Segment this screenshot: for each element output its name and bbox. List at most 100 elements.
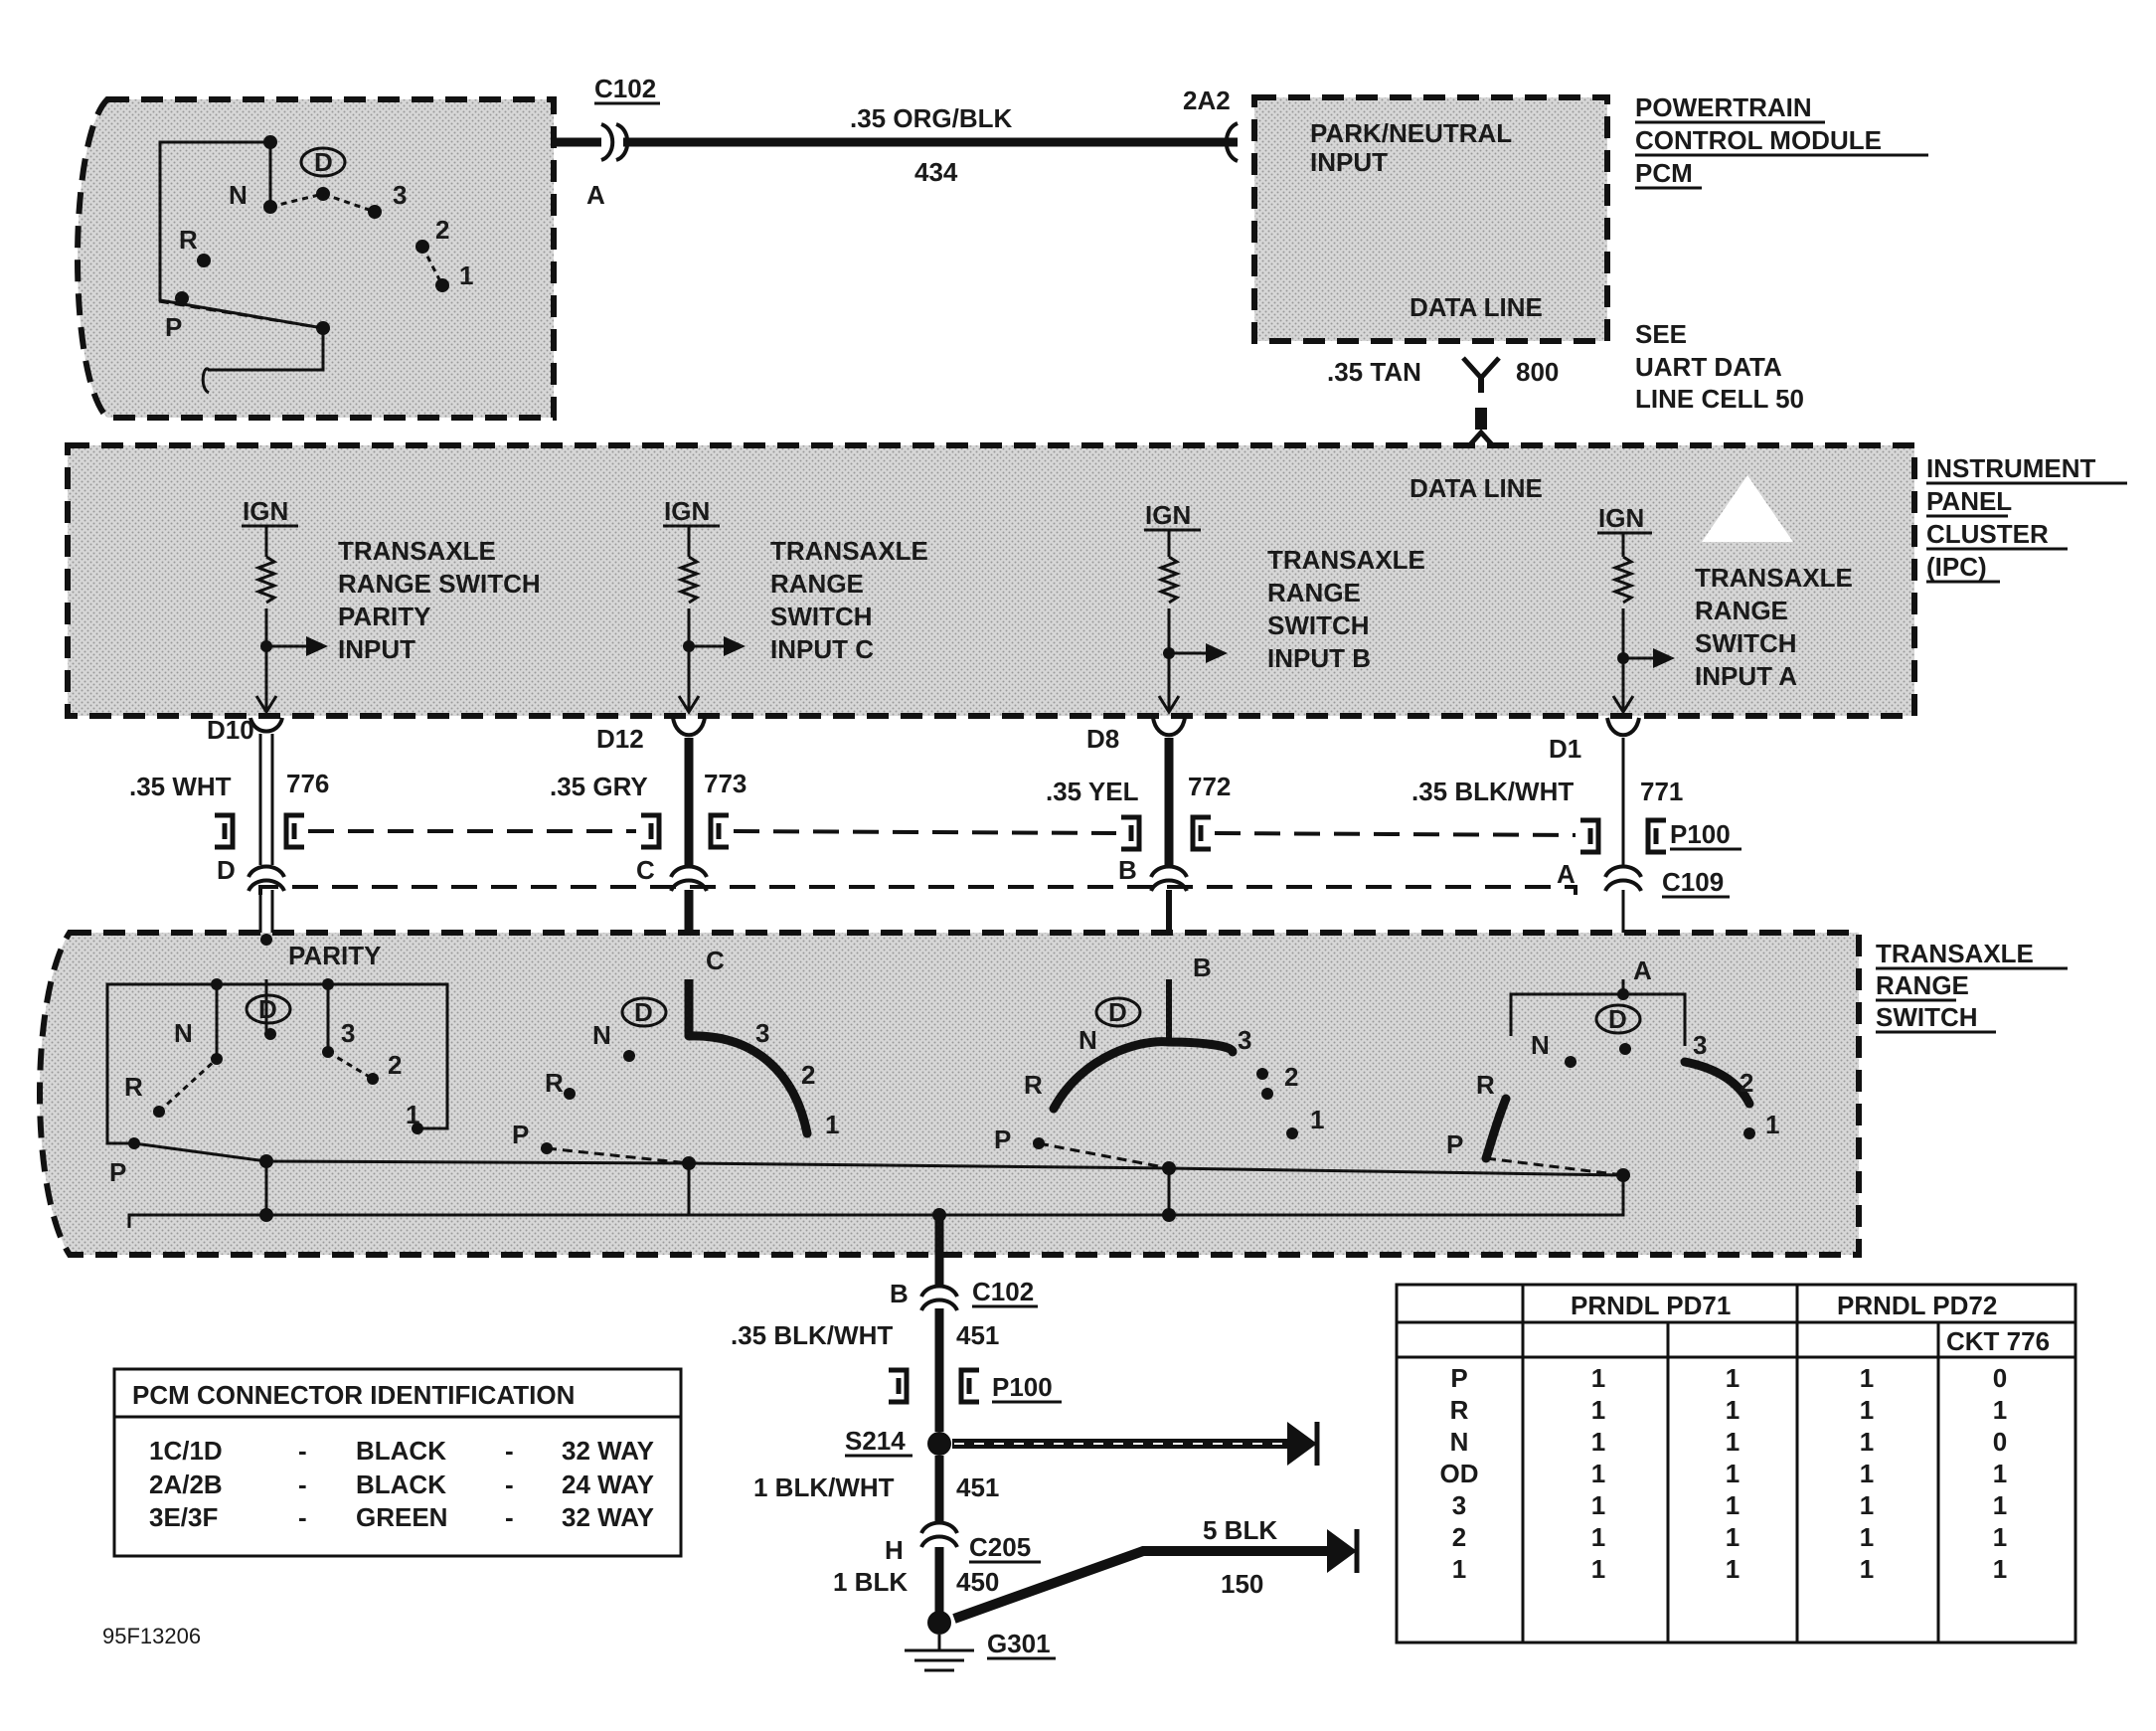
pcm-title-1: POWERTRAIN: [1635, 92, 1812, 122]
pos-p: P: [512, 1120, 529, 1149]
pos-r: R: [179, 225, 198, 255]
pos-p: P: [109, 1157, 126, 1187]
pcm-id-row: -: [298, 1502, 307, 1532]
pin-d12: D12: [596, 724, 644, 754]
wire-434: C102 A .35 ORG/BLK 434: [554, 74, 1240, 210]
cavity-d: D: [217, 855, 236, 885]
input-b-line-1: TRANSAXLE: [1267, 545, 1425, 575]
cavity-b: B: [1118, 855, 1137, 885]
switch-a: A D N 3 2 1 R P: [1446, 955, 1779, 1163]
pos-3: 3: [341, 1018, 355, 1048]
pcm-id-row: GREEN: [356, 1502, 447, 1532]
prndl-cell: 1: [1860, 1490, 1874, 1520]
connector-c102-ground: C102: [972, 1277, 1034, 1306]
wire-771-color: .35 BLK/WHT: [1411, 777, 1574, 806]
ign-label: IGN: [1145, 500, 1191, 530]
wire-773-circuit: 773: [704, 769, 746, 798]
pos-2: 2: [388, 1050, 402, 1080]
pcm-module: 2A2 PARK/NEUTRAL INPUT DATA LINE POWERTR…: [1183, 86, 1928, 414]
wire-451b-color: 1 BLK/WHT: [753, 1472, 895, 1502]
pos-1: 1: [1765, 1110, 1779, 1139]
prndl-cell: 1: [1726, 1490, 1740, 1520]
input-b-line-2: RANGE: [1267, 578, 1361, 607]
ipc-title-3: CLUSTER: [1926, 519, 2049, 549]
parity-line-4: INPUT: [338, 634, 415, 664]
drive-circle-icon: [1594, 1003, 1642, 1035]
wire-451a-color: .35 BLK/WHT: [731, 1320, 893, 1350]
ground-path: B C102 .35 BLK/WHT 451 P100 S214 1 BLK/W…: [731, 1215, 1360, 1672]
wire-776: D10 .35 WHT 776 D: [129, 715, 329, 979]
pos-p: P: [1446, 1129, 1463, 1159]
prndl-position: N: [1450, 1427, 1469, 1457]
prndl-cell: 1: [1860, 1522, 1874, 1552]
ipc-input-a: IGN TRANSAXLE RANGE SWITCH INPUT A: [1597, 503, 1853, 715]
pcm-id-row: 24 WAY: [562, 1470, 654, 1499]
prndl-position: 3: [1452, 1490, 1466, 1520]
figure-code: 95F13206: [102, 1624, 201, 1648]
cavity-h: H: [885, 1535, 904, 1565]
input-c-line-3: SWITCH: [770, 602, 873, 631]
ign-label: IGN: [664, 496, 710, 526]
prndl-cell: 1: [1860, 1395, 1874, 1425]
prndl-cell: 1: [1591, 1363, 1605, 1393]
wire-771: D1 .35 BLK/WHT 771 A: [1411, 717, 1683, 994]
switch-b: B D N 3 2 1 R P: [994, 952, 1324, 1154]
pcm-see-1: SEE: [1635, 319, 1687, 349]
pos-d: D: [258, 994, 277, 1024]
prndl-cell: 1: [1591, 1459, 1605, 1488]
ipc-input-b: IGN TRANSAXLE RANGE SWITCH INPUT B: [1144, 500, 1425, 715]
ipc-module: DATA LINE INSTRUMENT PANEL CLUSTER (IPC)…: [65, 442, 2127, 719]
prndl-cell: 1: [1860, 1554, 1874, 1584]
pcm-title-2: CONTROL MODULE: [1635, 125, 1882, 155]
pcm-id-row: BLACK: [356, 1470, 446, 1499]
pos-1: 1: [459, 260, 473, 290]
prndl-cell: 1: [1591, 1554, 1605, 1584]
pcm-id-row: 3E/3F: [149, 1502, 218, 1532]
pcm-input-2: INPUT: [1310, 147, 1388, 177]
pin-d10: D10: [207, 715, 254, 745]
pos-r: R: [545, 1068, 564, 1098]
wire-434-color: .35 ORG/BLK: [850, 103, 1012, 133]
drive-circle-icon: [1094, 996, 1142, 1028]
pos-p: P: [165, 312, 182, 342]
pos-3: 3: [1238, 1025, 1251, 1055]
pos-r: R: [124, 1072, 143, 1102]
pcm-id-title: PCM CONNECTOR IDENTIFICATION: [132, 1380, 575, 1410]
pos-1: 1: [406, 1100, 419, 1129]
connector-c205: C205: [969, 1532, 1031, 1562]
prndl-position: OD: [1440, 1459, 1479, 1488]
prndl-cell: 1: [1993, 1395, 2007, 1425]
pcm-id-row: -: [505, 1436, 514, 1466]
wire-451a-circuit: 451: [956, 1320, 999, 1350]
input-c-line-4: INPUT C: [770, 634, 874, 664]
prndl-cell: 1: [1860, 1363, 1874, 1393]
pcm-input-1: PARK/NEUTRAL: [1310, 118, 1512, 148]
prndl-cell: 1: [1860, 1459, 1874, 1488]
pos-p: P: [994, 1125, 1011, 1154]
pcm-id-row: BLACK: [356, 1436, 446, 1466]
pcm-id-row: 32 WAY: [562, 1502, 654, 1532]
pos-3: 3: [393, 180, 407, 210]
wire-800-color: .35 TAN: [1327, 357, 1421, 387]
pos-1: 1: [1310, 1105, 1324, 1134]
pos-n: N: [1078, 1025, 1097, 1055]
cavity-a-top: A: [586, 180, 605, 210]
pos-2: 2: [435, 215, 449, 245]
transaxle-range-switch: TRANSAXLE RANGE SWITCH PARITY: [37, 930, 2068, 1258]
input-a-line-4: INPUT A: [1695, 661, 1797, 691]
prndl-cell: 1: [1993, 1522, 2007, 1552]
ipc-input-parity: IGN TRANSAXLE RANGE SWITCH PARITY INPUT: [242, 496, 541, 715]
drive-circle-icon: [299, 146, 347, 178]
wire-771-circuit: 771: [1640, 777, 1683, 806]
pos-3: 3: [755, 1018, 769, 1048]
prndl-position: 2: [1452, 1522, 1466, 1552]
input-c-line-1: TRANSAXLE: [770, 536, 928, 566]
input-a-line-3: SWITCH: [1695, 628, 1797, 658]
pos-n: N: [174, 1018, 193, 1048]
prndl-cell: 1: [1726, 1554, 1740, 1584]
parity-line-2: RANGE SWITCH: [338, 569, 541, 599]
wire-450-circuit: 450: [956, 1567, 999, 1597]
pos-n: N: [592, 1020, 611, 1050]
pos-2: 2: [801, 1060, 815, 1090]
